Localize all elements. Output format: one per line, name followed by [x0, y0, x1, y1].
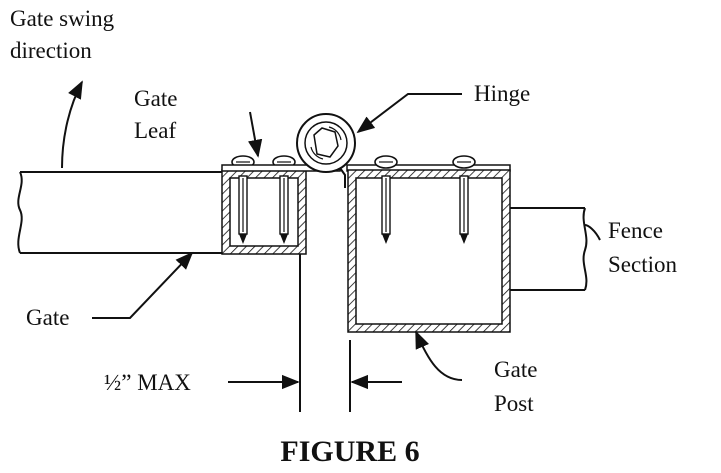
hinge-leader: [356, 93, 462, 134]
screw-icon: [452, 155, 476, 244]
screw-icon: [272, 155, 296, 244]
label-fence-section-line1: Fence: [608, 218, 663, 243]
fence-section: [510, 207, 588, 291]
figure-caption: FIGURE 6: [280, 435, 419, 468]
screw-icon: [374, 155, 398, 244]
gap-extension-lines: [299, 254, 351, 412]
label-fence-section-line2: Section: [608, 252, 677, 277]
label-gate-swing-line1: Gate swing: [10, 6, 115, 31]
fence-section-leader: [584, 224, 601, 241]
hinge-barrel: [296, 113, 356, 173]
gate-post-tube: [347, 169, 511, 333]
gate-leaf-tube: [221, 169, 307, 255]
label-max-gap: ½” MAX: [104, 370, 191, 395]
gate-rail: [17, 171, 222, 254]
gate-leader: [92, 251, 194, 319]
gate-post-screws: [374, 155, 476, 244]
leader-lines: [61, 80, 601, 390]
label-gate-post-line1: Gate: [494, 357, 537, 382]
gate-post-leader: [415, 330, 463, 381]
label-gate-swing-line2: direction: [10, 38, 92, 63]
label-gate-leaf-line2: Leaf: [134, 118, 176, 143]
label-hinge: Hinge: [474, 81, 530, 106]
gate-swing-leader: [61, 80, 83, 169]
label-gate: Gate: [26, 305, 69, 330]
label-gate-post-line2: Post: [494, 391, 534, 416]
label-gate-leaf-line1: Gate: [134, 86, 177, 111]
gate-leaf-leader: [248, 111, 263, 158]
